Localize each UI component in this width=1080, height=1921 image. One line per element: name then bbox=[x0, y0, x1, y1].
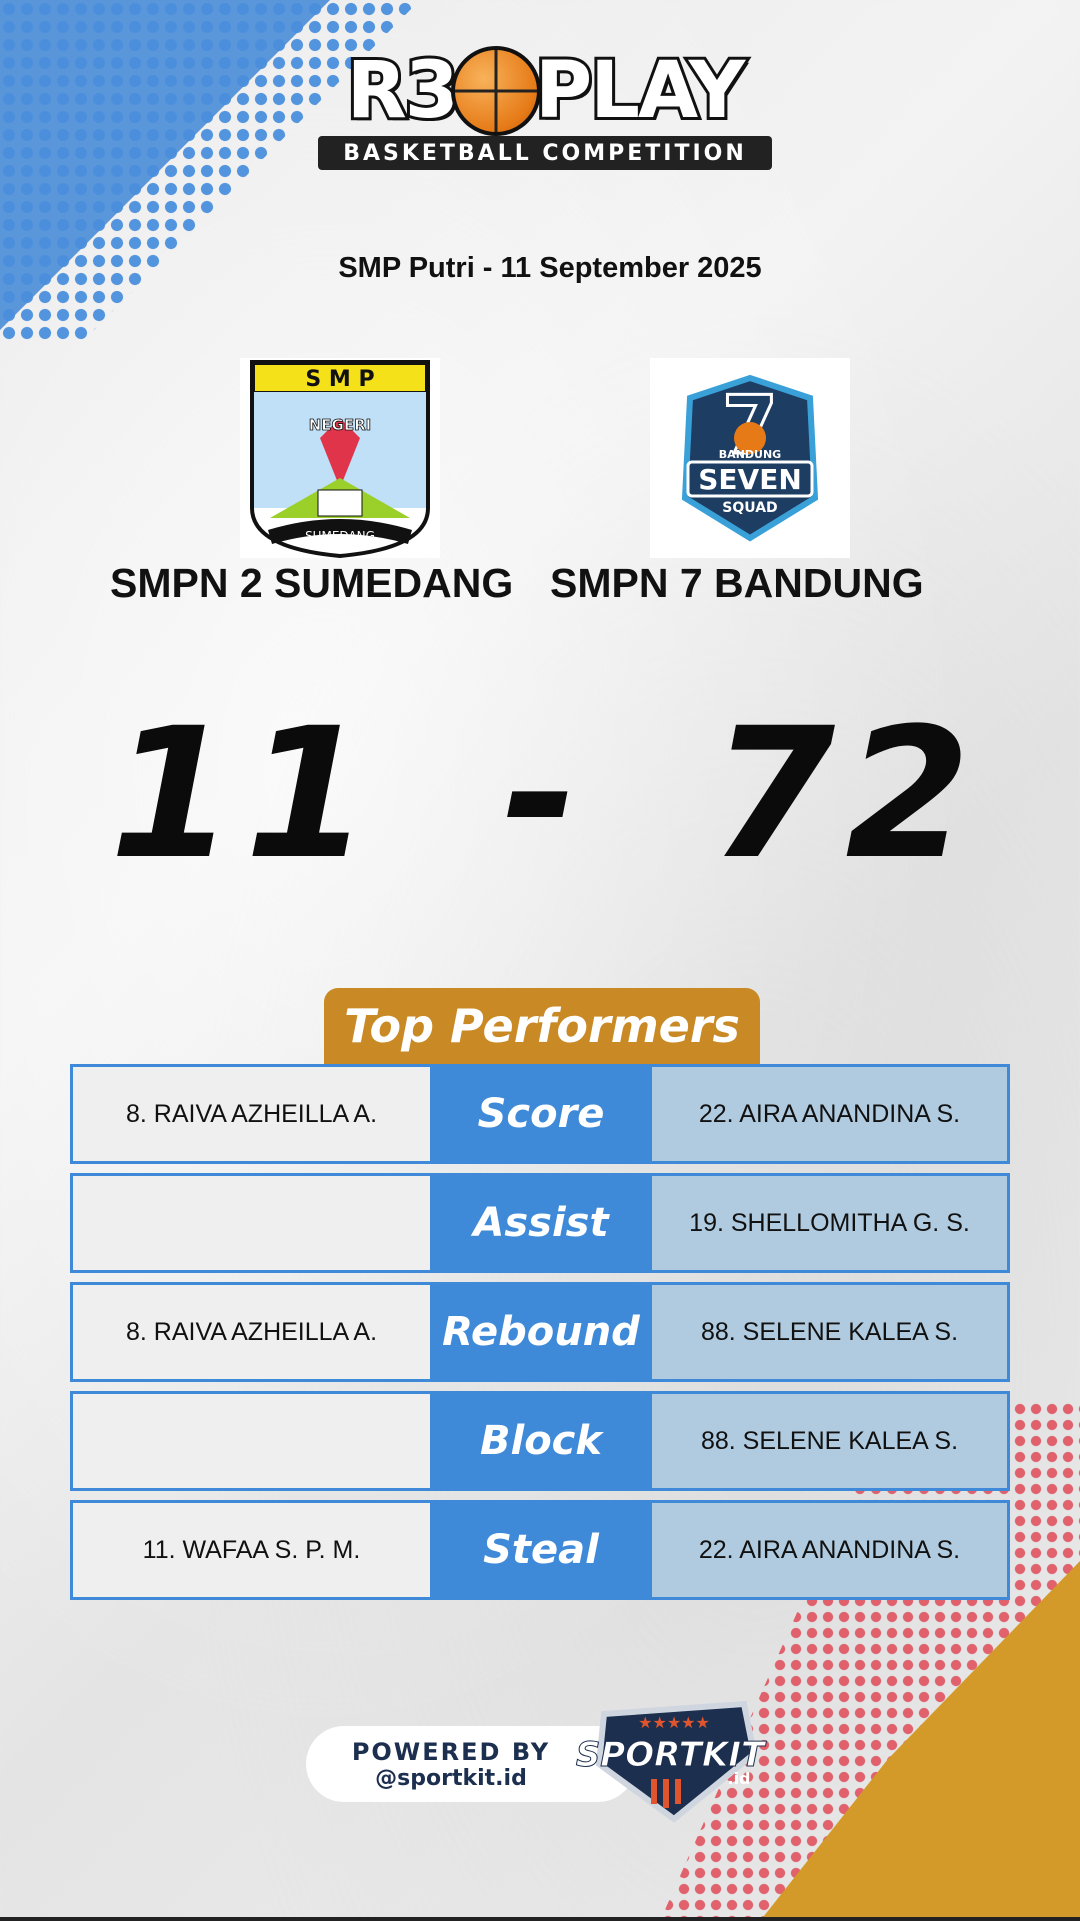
bottom-border bbox=[0, 1917, 1080, 1921]
home-score: 11 bbox=[109, 690, 380, 899]
away-score: 72 bbox=[710, 690, 981, 899]
smp-emblem-icon: S M P NEGERI SUMEDANG bbox=[250, 360, 430, 559]
seven-squad-badge-icon: 7 BANDUNG SEVEN SQUAD bbox=[681, 374, 819, 542]
logo-subtitle: BASKETBALL COMPETITION bbox=[318, 136, 772, 170]
competition-logo: R3 PLAY BASKETBALL COMPETITION bbox=[318, 43, 772, 172]
away-performer: 19. SHELLOMITHA G. S. bbox=[652, 1176, 1007, 1270]
match-subtitle: SMP Putri - 11 September 2025 bbox=[338, 252, 762, 284]
home-performer: 11. WAFAA S. P. M. bbox=[73, 1503, 430, 1597]
stat-category: Block bbox=[430, 1394, 652, 1488]
stat-category: Score bbox=[430, 1067, 652, 1161]
stat-category: Rebound bbox=[430, 1285, 652, 1379]
home-logo-top-text: S M P bbox=[305, 367, 374, 392]
home-performer bbox=[73, 1394, 430, 1488]
logo-text-left: R3 bbox=[344, 43, 462, 139]
basketball-icon bbox=[451, 46, 542, 136]
home-team-logo: S M P NEGERI SUMEDANG bbox=[240, 358, 440, 559]
home-performer: 8. RAIVA AZHEILLA A. bbox=[73, 1285, 430, 1379]
stat-category: Assist bbox=[430, 1176, 652, 1270]
away-logo-line3: SQUAD bbox=[722, 500, 777, 516]
sportkit-handle: @sportkit.id bbox=[375, 1765, 527, 1791]
performer-row-block: Block 88. SELENE KALEA S. bbox=[70, 1391, 1010, 1491]
performer-row-steal: 11. WAFAA S. P. M. Steal 22. AIRA ANANDI… bbox=[70, 1500, 1010, 1600]
sportkit-brand-text: SPORTKIT bbox=[576, 1735, 767, 1775]
final-score: 11 - 72 bbox=[0, 690, 1080, 899]
sportkit-logo-icon: ★★★★★ SPORTKIT .id bbox=[575, 1700, 767, 1823]
top-performers-title: Top Performers bbox=[324, 988, 760, 1064]
performer-row-rebound: 8. RAIVA AZHEILLA A. Rebound 88. SELENE … bbox=[70, 1282, 1010, 1382]
away-team-name: SMPN 7 BANDUNG bbox=[550, 560, 924, 606]
home-team-name: SMPN 2 SUMEDANG bbox=[110, 560, 514, 606]
powered-by-pill: POWERED BY @sportkit.id bbox=[306, 1726, 636, 1802]
away-logo-line2: SEVEN bbox=[698, 463, 802, 496]
away-performer: 22. AIRA ANANDINA S. bbox=[652, 1067, 1007, 1161]
performer-row-assist: Assist 19. SHELLOMITHA G. S. bbox=[70, 1173, 1010, 1273]
performer-row-score: 8. RAIVA AZHEILLA A. Score 22. AIRA ANAN… bbox=[70, 1064, 1010, 1164]
home-logo-bottom-text: SUMEDANG bbox=[305, 529, 375, 543]
home-performer: 8. RAIVA AZHEILLA A. bbox=[73, 1067, 430, 1161]
sportkit-brand-suffix: .id bbox=[727, 1769, 750, 1788]
away-logo-line1: BANDUNG bbox=[719, 448, 781, 461]
score-separator: - bbox=[502, 690, 588, 899]
away-logo-number: 7 bbox=[722, 379, 778, 472]
powered-by-footer: POWERED BY @sportkit.id ★★★★★ SPORTKIT .… bbox=[306, 1700, 776, 1823]
svg-text:★★★★★: ★★★★★ bbox=[638, 1713, 710, 1732]
stat-category: Steal bbox=[430, 1503, 652, 1597]
powered-by-label: POWERED BY bbox=[351, 1737, 551, 1766]
logo-wordmark: R3 PLAY bbox=[318, 43, 772, 139]
home-performer bbox=[73, 1176, 430, 1270]
away-performer: 88. SELENE KALEA S. bbox=[652, 1394, 1007, 1488]
logo-text-right: PLAY bbox=[532, 43, 748, 139]
away-performer: 22. AIRA ANANDINA S. bbox=[652, 1503, 1007, 1597]
away-team-logo: 7 BANDUNG SEVEN SQUAD bbox=[650, 358, 850, 558]
away-performer: 88. SELENE KALEA S. bbox=[652, 1285, 1007, 1379]
home-logo-middle-text: NEGERI bbox=[309, 416, 372, 434]
